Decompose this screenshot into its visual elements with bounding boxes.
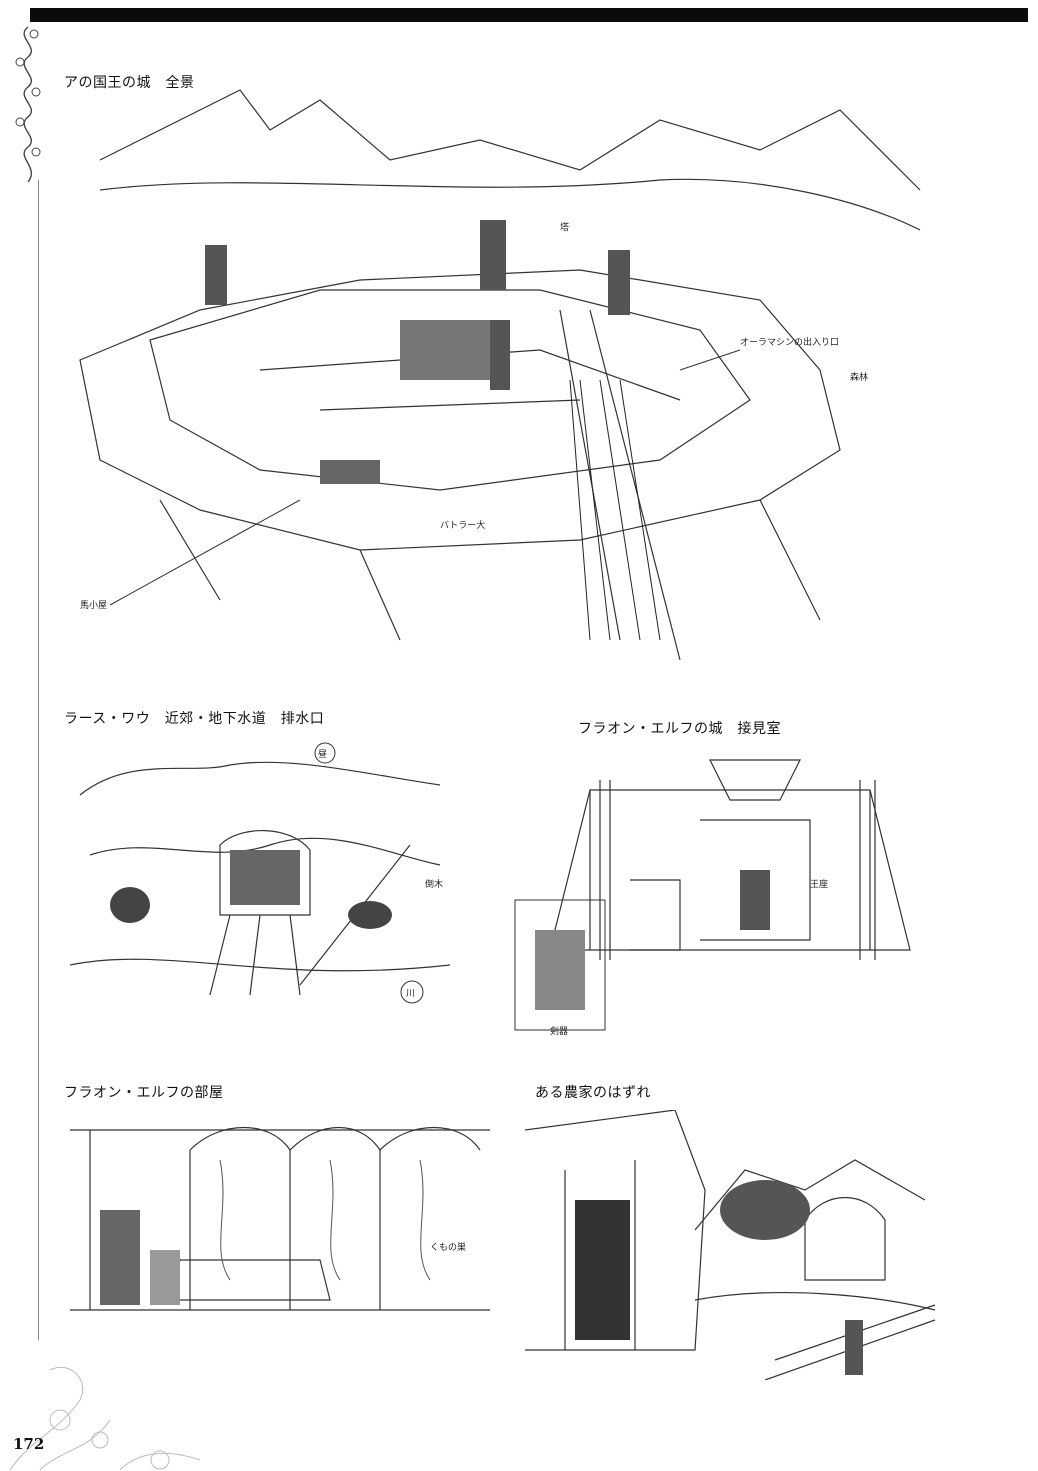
note-butler: バトラー大 bbox=[440, 519, 485, 531]
vine-ornament-icon bbox=[15, 26, 41, 183]
note-sword-rack: 剣器 bbox=[550, 1026, 568, 1037]
note-stable: 馬小屋 bbox=[80, 600, 107, 611]
margin-rule bbox=[38, 180, 39, 1340]
top-black-bar bbox=[30, 8, 1028, 22]
caption-elf-room: フラオン・エルフの部屋 bbox=[64, 1085, 224, 1101]
castle-panorama-sketch: オーラマシンの出入り口 森林 馬小屋 バトラー大 塔 bbox=[60, 80, 980, 670]
note-river: 川 bbox=[406, 989, 415, 999]
caption-farmhouse-edge: ある農家のはずれ bbox=[535, 1085, 651, 1101]
caption-castle-panorama: アの国王の城 全景 bbox=[64, 75, 195, 91]
note-tower: 塔 bbox=[560, 221, 569, 233]
note-forest: 森林 bbox=[850, 371, 868, 383]
note-aura-machine-entrance: オーラマシンの出入り口 bbox=[740, 336, 839, 348]
farmhouse-edge-sketch bbox=[525, 1110, 945, 1380]
note-spider-web: くもの巣 bbox=[430, 1241, 466, 1253]
drain-outlet-sketch: 昼 倒木 川 bbox=[70, 735, 450, 1035]
floral-ornament-icon bbox=[9, 1366, 201, 1471]
caption-drain-outlet: ラース・ワウ 近郊・地下水道 排水口 bbox=[64, 711, 325, 727]
caption-audience-chamber: フラオン・エルフの城 接見室 bbox=[578, 721, 781, 737]
elf-room-sketch: くもの巣 bbox=[70, 1110, 490, 1350]
note-fallen-tree: 倒木 bbox=[425, 878, 443, 890]
note-day: 昼 bbox=[318, 749, 327, 760]
page-number: 172 bbox=[13, 1435, 45, 1453]
audience-chamber-sketch: 王座 剣器 bbox=[510, 750, 930, 1040]
note-throne: 王座 bbox=[810, 878, 828, 890]
